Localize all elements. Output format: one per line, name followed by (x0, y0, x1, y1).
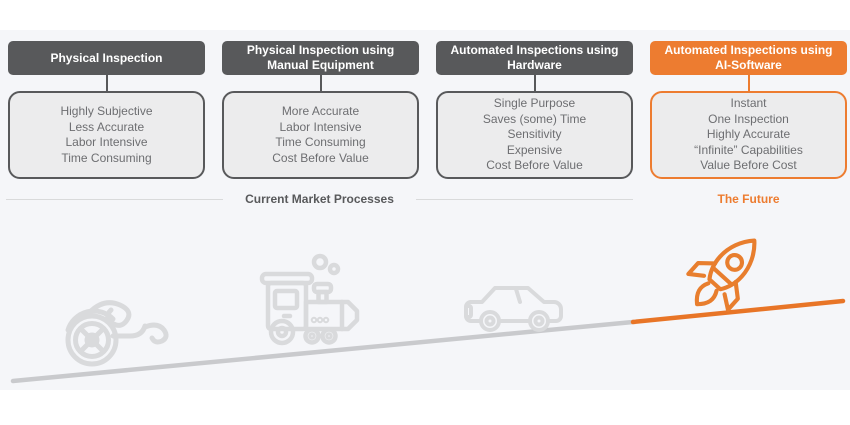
feature-item: Value Before Cost (700, 158, 797, 173)
column-header: Physical Inspection (8, 41, 205, 75)
feature-box: Single Purpose Saves (some) Time Sensiti… (436, 91, 633, 179)
feature-item: Labor Intensive (279, 119, 362, 134)
carriage-icon (65, 300, 169, 367)
feature-item: Instant (730, 96, 767, 111)
feature-item: Highly Subjective (60, 104, 153, 118)
column-header: Automated Inspections using Hardware (436, 41, 633, 75)
current-market-label: Current Market Processes (245, 192, 394, 206)
feature-box: Instant One Inspection Highly Accurate “… (650, 91, 847, 179)
column-ai-software: Automated Inspections using AI-Software … (650, 41, 847, 179)
feature-box: More Accurate Labor Intensive Time Consu… (222, 91, 419, 179)
feature-item: Cost Before Value (486, 158, 583, 173)
timeline-gray-segment (10, 319, 636, 384)
feature-item: Sensitivity (507, 127, 562, 142)
feature-item: More Accurate (281, 104, 360, 118)
divider-line-right (415, 198, 634, 200)
feature-item: One Inspection (708, 111, 789, 126)
current-market-divider: Current Market Processes (6, 191, 634, 207)
feature-item: Labor Intensive (65, 135, 148, 149)
connector-line (105, 75, 108, 91)
feature-box: Highly Subjective Less Accurate Labor In… (8, 91, 205, 179)
feature-item: Highly Accurate (706, 127, 791, 142)
divider-line-left (6, 198, 224, 200)
connector-line (747, 75, 750, 91)
feature-item: Expensive (506, 142, 563, 157)
feature-item: Less Accurate (68, 119, 145, 134)
feature-item: Time Consuming (275, 135, 366, 149)
connector-line (319, 75, 322, 91)
rocket-icon (686, 238, 757, 312)
column-header: Automated Inspections using AI-Software (650, 41, 847, 75)
timeline-orange-segment (630, 298, 846, 325)
locomotive-icon (259, 253, 360, 346)
car-icon (464, 286, 563, 332)
column-manual-equipment: Physical Inspection using Manual Equipme… (222, 41, 419, 179)
feature-item: Cost Before Value (272, 150, 369, 165)
column-header: Physical Inspection using Manual Equipme… (222, 41, 419, 75)
column-automated-hardware: Automated Inspections using Hardware Sin… (436, 41, 633, 179)
feature-item: Single Purpose (493, 96, 576, 111)
feature-item: Time Consuming (61, 150, 152, 165)
feature-item: Saves (some) Time (482, 111, 587, 126)
column-physical-inspection: Physical Inspection Highly Subjective Le… (8, 41, 205, 179)
feature-item: “Infinite” Capabilities (694, 142, 803, 157)
future-label: The Future (717, 192, 780, 206)
connector-line (533, 75, 536, 91)
